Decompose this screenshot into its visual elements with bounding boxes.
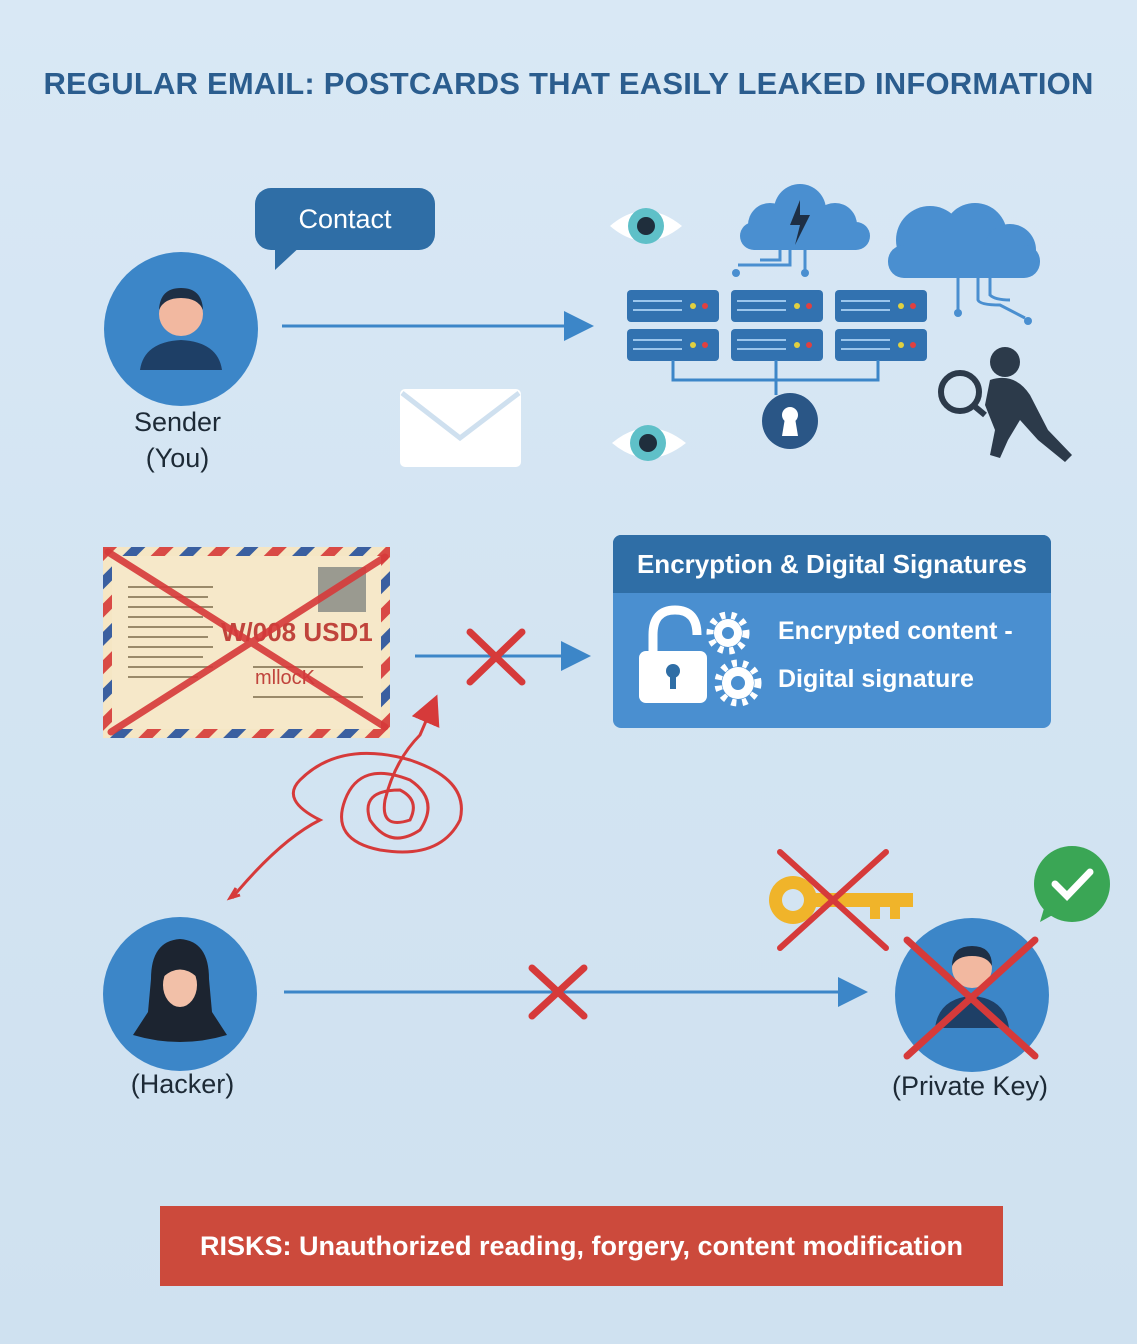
postcard-image: W/008 USD1 mllocK — [103, 547, 390, 738]
hooded-hacker-icon — [133, 939, 227, 1042]
sender-avatar — [104, 252, 258, 406]
contact-speech-bubble: Contact — [255, 188, 435, 250]
page-title: REGULAR EMAIL: POSTCARDS THAT EASILY LEA… — [43, 66, 1094, 101]
recipient-label: (Private Key) — [891, 1071, 1049, 1101]
encryption-item-digital-signature: Digital signature — [778, 665, 974, 693]
check-bubble-icon — [1034, 846, 1110, 922]
server-unit — [835, 329, 927, 361]
sender-label-line1: Sender — [133, 407, 222, 437]
broken-cloud-icon — [732, 184, 870, 277]
tangled-path — [230, 694, 463, 899]
envelope-icon — [400, 389, 521, 467]
server-rack — [627, 290, 927, 361]
encryption-heading: Encryption & Digital Signatures — [613, 535, 1051, 593]
server-unit — [835, 290, 927, 322]
hacker-avatar — [103, 917, 257, 1071]
cloud-icon — [888, 203, 1040, 325]
postcard-crossed-x — [104, 548, 389, 736]
key-icon — [769, 876, 913, 924]
eye-icon — [610, 208, 682, 244]
sender-label: Sender (You) — [100, 404, 255, 476]
server-unit — [731, 290, 823, 322]
unlocked-padlock-gears-icon — [639, 605, 762, 707]
user-icon — [903, 936, 1039, 1060]
blocked-x-icon — [466, 628, 526, 686]
encryption-panel: Encryption & Digital Signatures Encrypte… — [613, 535, 1051, 728]
recipient-avatar — [895, 918, 1049, 1072]
blocked-x-icon — [528, 964, 588, 1020]
snooper-icon — [938, 347, 1072, 462]
server-unit — [627, 329, 719, 361]
keyhole-lock-icon — [762, 393, 818, 449]
eye-icon — [612, 425, 686, 461]
server-unit — [731, 329, 823, 361]
hacker-label: (Hacker) — [130, 1069, 235, 1099]
user-icon — [140, 288, 222, 370]
risks-banner: RISKS: Unauthorized reading, forgery, co… — [160, 1206, 1003, 1286]
key-crossed-x — [777, 849, 889, 951]
sender-label-line2: (You) — [145, 443, 210, 473]
server-unit — [627, 290, 719, 322]
encryption-item-encrypted-content: Encrypted content - — [778, 617, 1013, 645]
speech-bubble-tail — [275, 244, 303, 270]
